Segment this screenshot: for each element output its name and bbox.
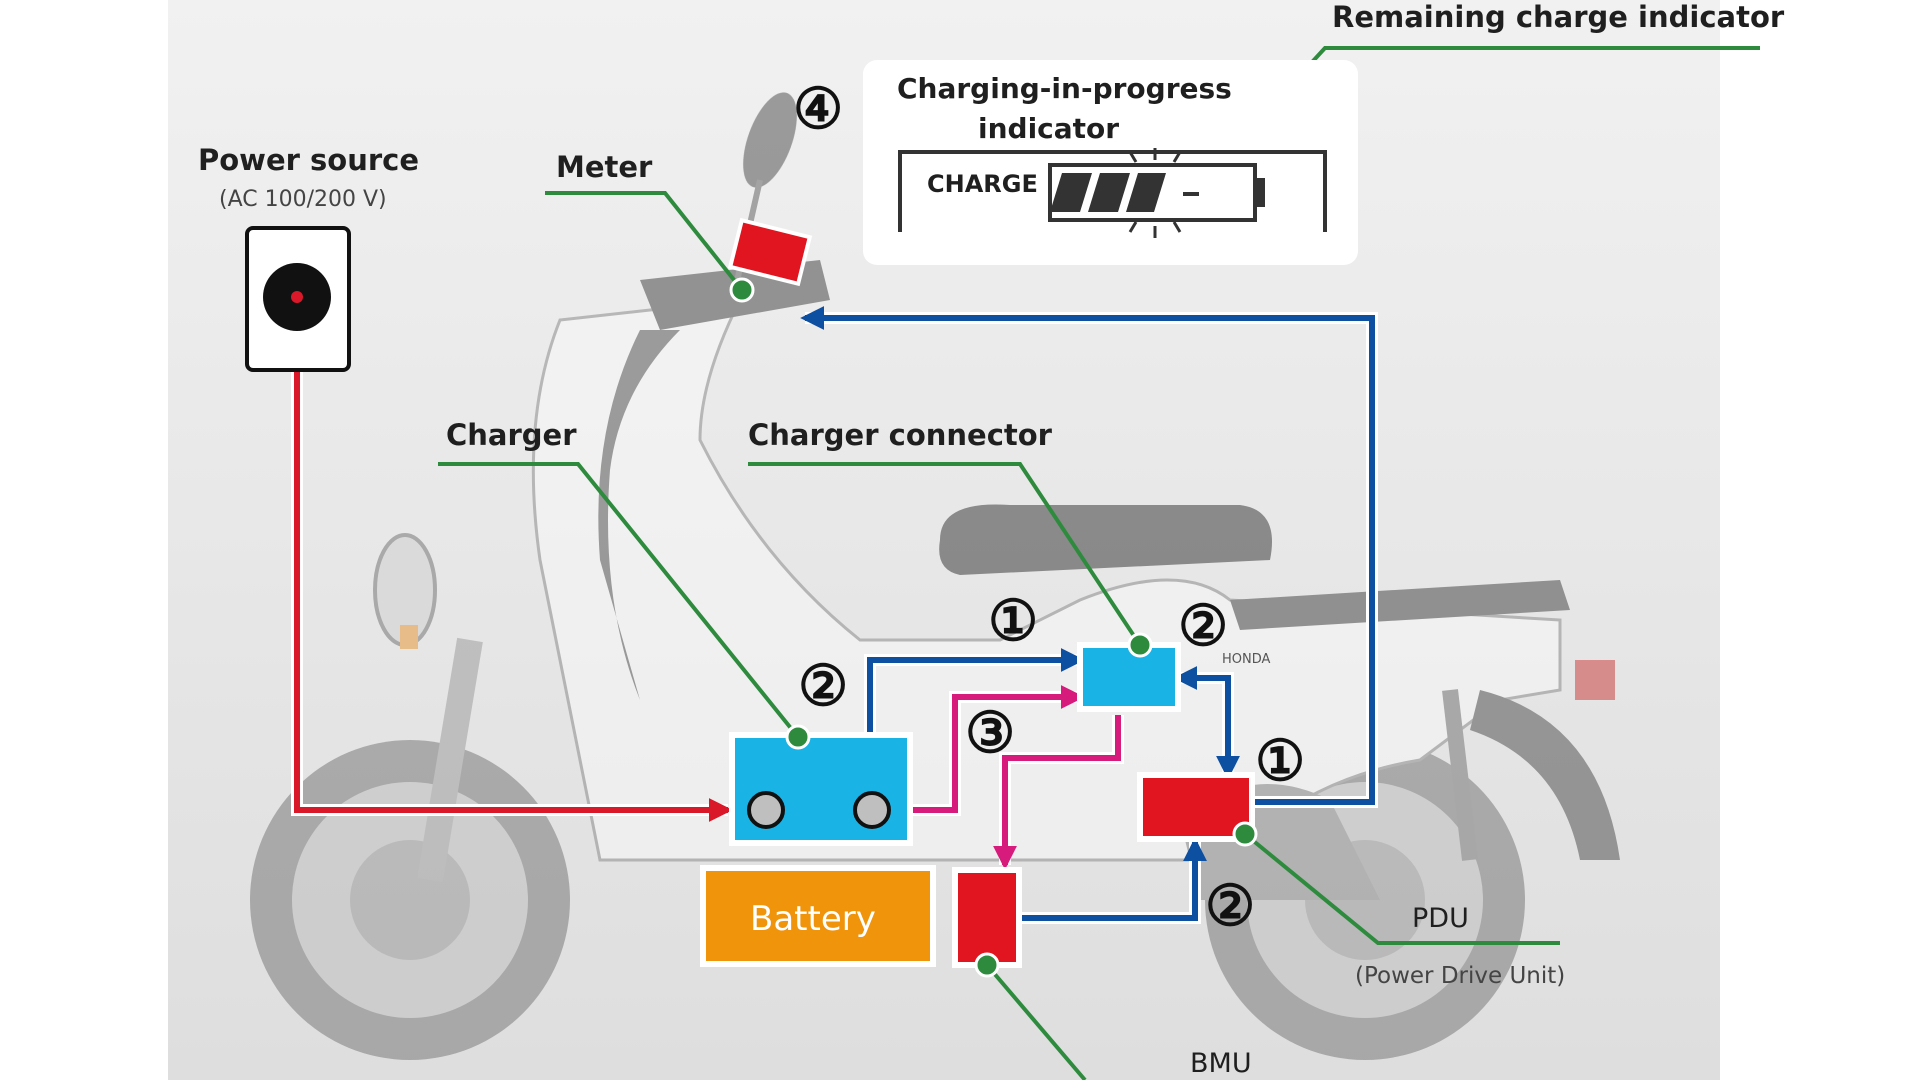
brand-label: HONDA bbox=[1222, 652, 1271, 667]
step-bmu-to-pdu: ② bbox=[1205, 873, 1255, 939]
charger-connector-title: Charger connector bbox=[748, 418, 1053, 452]
charger-output-port bbox=[853, 791, 891, 829]
bmu-unit bbox=[952, 867, 1022, 968]
scooter-silhouette bbox=[250, 92, 1620, 1060]
step-charger-return: ② bbox=[798, 653, 848, 719]
charger-input-port bbox=[747, 791, 785, 829]
battery-label: Battery bbox=[750, 899, 876, 939]
power-source-socket bbox=[245, 226, 351, 372]
charger-unit bbox=[729, 732, 913, 846]
charging-progress-title-1: Charging-in-progress bbox=[897, 72, 1232, 105]
step-charger-feed: ③ bbox=[965, 700, 1015, 766]
step-meter: ④ bbox=[793, 76, 843, 142]
seat bbox=[939, 504, 1272, 575]
pdu-unit bbox=[1137, 772, 1255, 842]
bmu-title: BMU bbox=[1190, 1048, 1252, 1079]
charging-progress-title-2: indicator bbox=[978, 112, 1119, 145]
battery-unit: Battery bbox=[700, 865, 936, 967]
power-source-title: Power source bbox=[198, 143, 419, 177]
step-pdu-in: ① bbox=[1255, 728, 1305, 794]
meter-title: Meter bbox=[556, 150, 653, 184]
pdu-full-name: (Power Drive Unit) bbox=[1355, 963, 1565, 989]
mirror bbox=[743, 92, 797, 188]
battery-gauge-icon bbox=[1048, 163, 1265, 222]
charge-indicator-panel: Charging-in-progress indicator CHARGE bbox=[863, 60, 1358, 265]
meter-unit bbox=[727, 217, 813, 287]
pdu-title: PDU bbox=[1412, 903, 1469, 934]
step-connector-out: ② bbox=[1178, 593, 1228, 659]
remaining-charge-title: Remaining charge indicator bbox=[1332, 0, 1785, 34]
step-connector-in: ① bbox=[988, 588, 1038, 654]
power-source-spec: (AC 100/200 V) bbox=[219, 187, 387, 212]
charging-flash-icon bbox=[1128, 148, 1182, 238]
charger-connector-unit bbox=[1077, 642, 1181, 712]
charger-title: Charger bbox=[446, 418, 577, 452]
charge-display-label: CHARGE bbox=[927, 170, 1038, 198]
body-shell bbox=[531, 298, 1562, 862]
